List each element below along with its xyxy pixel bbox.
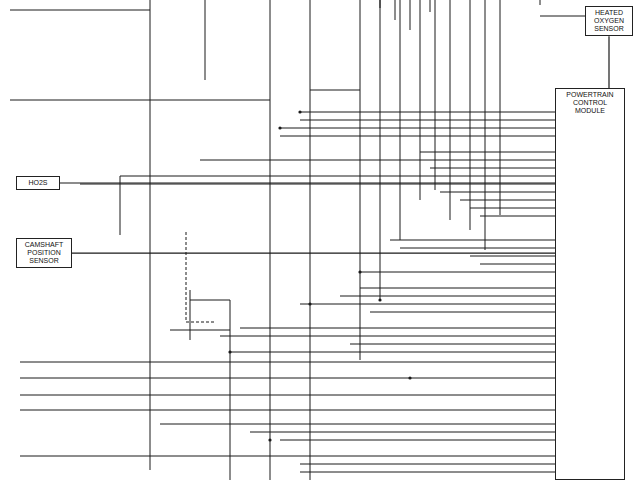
component-name: CAMSHAFT POSITION SENSOR	[20, 241, 68, 265]
control-module-box: POWERTRAIN CONTROL MODULE	[555, 88, 625, 480]
wire-connector	[60, 183, 555, 184]
component-name: POWERTRAIN CONTROL MODULE	[559, 91, 621, 115]
component-name: HO2S	[20, 179, 56, 187]
wire	[10, 10, 585, 480]
component-name: HEATED OXYGEN SENSOR	[589, 9, 629, 33]
wire-connector	[609, 36, 610, 88]
component-box: HEATED OXYGEN SENSOR	[585, 6, 633, 36]
component-box: HO2S	[16, 176, 60, 190]
wire-connector	[72, 253, 555, 254]
shield-line	[186, 232, 215, 322]
component-box: CAMSHAFT POSITION SENSOR	[16, 238, 72, 268]
wire	[20, 112, 555, 472]
